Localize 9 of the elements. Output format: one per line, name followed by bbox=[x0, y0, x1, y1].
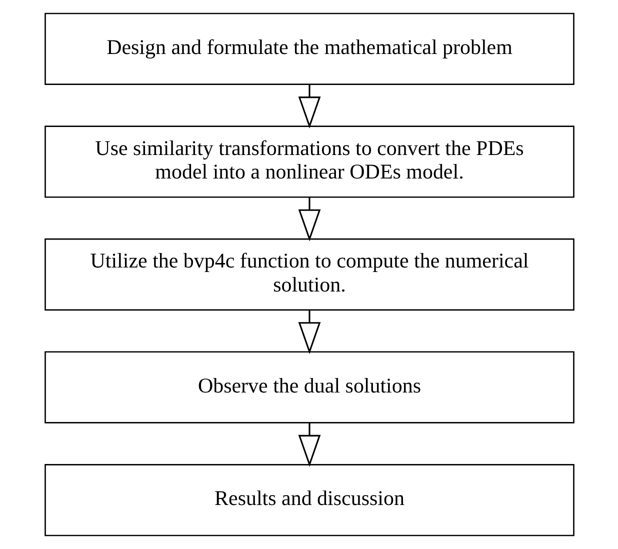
node-box: Utilize the bvp4c function to compute the numerical solution. bbox=[44, 238, 574, 311]
arrow bbox=[298, 197, 320, 242]
arrow bbox=[298, 310, 320, 354]
node-box: Design and formulate the mathematical problem bbox=[44, 12, 574, 85]
node-box: Observe the dual solutions bbox=[44, 351, 574, 424]
arrow bbox=[298, 84, 320, 129]
node-box: Results and discussion bbox=[44, 464, 574, 536]
arrow bbox=[298, 422, 320, 467]
node-box: Use similarity transformations to convert the PDEs model into a nonlinear ODEs model. bbox=[44, 126, 574, 198]
